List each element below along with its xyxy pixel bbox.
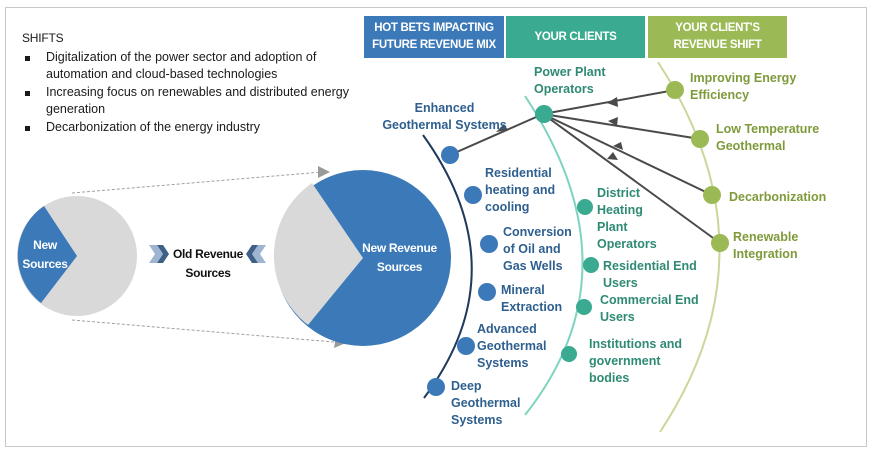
arrowhead-icon <box>613 142 623 150</box>
arrowhead-icon <box>496 124 508 132</box>
dashed-connector-top <box>71 171 323 194</box>
hot-bet-label: Deep Geothermal Systems <box>451 379 521 427</box>
clients-arc <box>524 95 584 416</box>
hot-bet-label: Advanced Geothermal Systems <box>477 322 547 370</box>
client-label: Power Plant Operators <box>534 65 606 96</box>
link-line <box>542 113 701 140</box>
shift-item: Digitalization of the power sector and a… <box>22 49 352 84</box>
hot-bets-arc <box>422 134 473 399</box>
client-label: Institutions and government bodies <box>589 337 683 385</box>
revenue-shift-node[interactable] <box>666 81 684 99</box>
large-pie-old-slice <box>273 183 363 325</box>
client-node[interactable] <box>583 257 599 273</box>
client-label: Commercial End Users <box>600 293 699 324</box>
chevron-right-icon <box>149 245 169 263</box>
hot-bet-label: Residential heating and cooling <box>485 166 556 214</box>
diagram-frame <box>5 7 867 447</box>
hot-bet-node[interactable] <box>457 337 475 355</box>
connector-arrowhead <box>318 166 330 178</box>
header-revenue-shift: YOUR CLIENT'S REVENUE SHIFT <box>648 16 787 58</box>
revenue-shift-node[interactable] <box>703 186 721 204</box>
revenue-shift-label: Low Temperature Geothermal <box>716 122 820 153</box>
revenue-shift-label: Improving Energy Efficiency <box>690 71 797 102</box>
small-pie-label: New Sources <box>22 238 68 271</box>
shift-item: Increasing focus on renewables and distr… <box>22 84 352 119</box>
link-line <box>449 113 544 156</box>
hot-bet-label: Mineral Extraction <box>501 283 563 314</box>
arrowhead-icon <box>607 97 618 107</box>
arrowhead-icon <box>607 152 618 160</box>
client-node[interactable] <box>576 299 592 315</box>
link-line <box>542 113 721 244</box>
client-label: District Heating Plant Operators <box>597 186 657 251</box>
hot-bet-node[interactable] <box>464 186 482 204</box>
client-node[interactable] <box>561 346 577 362</box>
client-node[interactable] <box>535 105 553 123</box>
hot-bet-label: Enhanced Geothermal Systems <box>382 101 507 132</box>
revenue-shift-node[interactable] <box>711 234 729 252</box>
hot-bet-node[interactable] <box>427 378 445 396</box>
link-line <box>542 113 713 196</box>
shifts-title: SHIFTS <box>22 31 64 45</box>
large-pie-label: New Revenue Sources <box>362 241 437 274</box>
header-your-clients: YOUR CLIENTS <box>506 16 645 58</box>
small-pie-new-slice <box>17 206 77 303</box>
revenue-shift-node[interactable] <box>691 130 709 148</box>
old-revenue-label: Old Revenue Sources <box>172 247 244 280</box>
hot-bet-node[interactable] <box>480 235 498 253</box>
revenue-shift-label: Renewable Integration <box>733 230 799 261</box>
header-hot-bets: HOT BETS IMPACTING FUTURE REVENUE MIX <box>364 16 504 58</box>
shifts-panel: SHIFTS Digitalization of the power secto… <box>22 30 352 136</box>
client-node[interactable] <box>577 199 593 215</box>
shift-item: Decarbonization of the energy industry <box>22 119 352 137</box>
dashed-connector-bottom <box>71 319 335 343</box>
arrowhead-icon <box>608 117 618 126</box>
revenue-shift-label: Decarbonization <box>729 190 827 204</box>
chevron-left-icon <box>246 245 266 263</box>
hot-bet-node[interactable] <box>441 146 459 164</box>
hot-bet-label: Conversion of Oil and Gas Wells <box>503 225 572 273</box>
hot-bet-node[interactable] <box>478 283 496 301</box>
client-label: Residential End Users <box>603 259 697 290</box>
